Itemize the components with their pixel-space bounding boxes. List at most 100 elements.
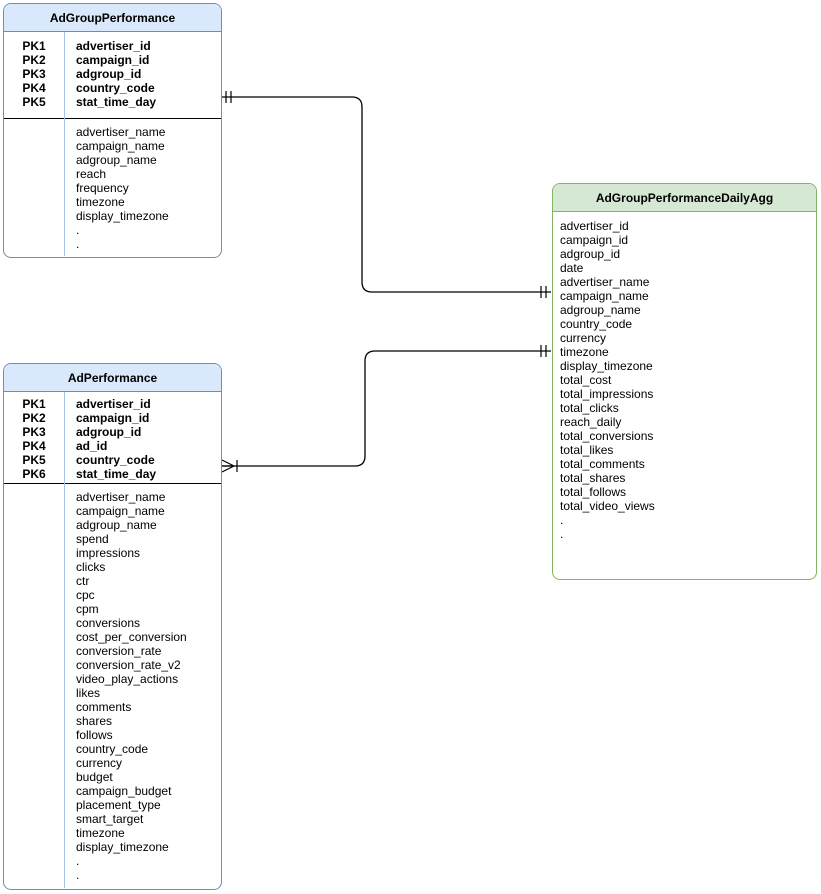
pk-field-name: adgroup_id: [76, 67, 142, 81]
field-row: video_play_actions: [76, 672, 179, 686]
pk-key-label: PK1: [22, 397, 46, 411]
entity-table-adgroupperformancedailyagg[interactable]: AdGroupPerformanceDailyAgg advertiser_id…: [552, 183, 817, 580]
pk-key-label: PK3: [22, 425, 46, 439]
connector-adgroupperformance-to-dailyagg[interactable]: [222, 91, 551, 298]
field-row: currency: [560, 331, 607, 345]
cardinality-exactly-one-marker: [540, 286, 547, 298]
field-row: advertiser_name: [560, 275, 650, 289]
cardinality-exactly-one-marker: [540, 345, 547, 357]
field-row: smart_target: [76, 812, 144, 826]
field-row: timezone: [560, 345, 609, 359]
field-row: reach: [76, 167, 107, 181]
pk-key-label: PK3: [22, 67, 46, 81]
field-row: conversions: [76, 616, 141, 630]
connector-adperformance-to-dailyagg[interactable]: [221, 345, 551, 473]
field-row: campaign_name: [560, 289, 649, 303]
field-row: total_video_views: [560, 499, 655, 513]
field-row: total_follows: [560, 485, 627, 499]
pk-key-label: PK5: [22, 95, 46, 109]
pk-field-name: campaign_id: [76, 53, 150, 67]
pk-field-name: country_code: [76, 81, 155, 95]
pk-field-name: advertiser_id: [76, 397, 151, 411]
field-row: conversion_rate_v2: [76, 658, 181, 672]
relationship-line[interactable]: [222, 350, 551, 467]
field-row: .: [76, 854, 80, 868]
pk-key-label: PK5: [22, 453, 46, 467]
field-row: country_code: [76, 742, 149, 756]
field-row: display_timezone: [76, 209, 169, 223]
field-row: cpm: [76, 602, 99, 616]
pk-row: PK1 advertiser_id: [4, 397, 221, 411]
field-row: advertiser_name: [76, 125, 166, 139]
field-row: campaign_id: [560, 233, 629, 247]
field-row: campaign_name: [76, 504, 165, 518]
field-row: total_shares: [560, 471, 626, 485]
section-divider: [4, 483, 221, 484]
field-row: placement_type: [76, 798, 161, 812]
pk-key-label: PK1: [22, 39, 46, 53]
pk-field-name: stat_time_day: [76, 467, 157, 481]
field-row: reach_daily: [560, 415, 622, 429]
key-column-divider: [64, 32, 65, 256]
field-row: impressions: [76, 546, 141, 560]
field-row: cost_per_conversion: [76, 630, 187, 644]
pk-row: PK4 ad_id: [4, 439, 221, 453]
field-row: total_conversions: [560, 429, 654, 443]
relationship-line[interactable]: [222, 96, 551, 293]
entity-title: AdPerformance: [4, 364, 221, 392]
field-row: display_timezone: [560, 359, 653, 373]
field-row: cpc: [76, 588, 95, 602]
key-column-divider: [64, 392, 65, 888]
field-row: .: [76, 223, 80, 237]
field-row: frequency: [76, 181, 129, 195]
field-row: advertiser_name: [76, 490, 166, 504]
field-row: .: [560, 513, 564, 527]
field-row: adgroup_name: [76, 518, 157, 532]
field-row: budget: [76, 770, 113, 784]
section-divider: [4, 118, 221, 119]
field-row: adgroup_name: [76, 153, 157, 167]
pk-key-label: PK2: [22, 411, 46, 425]
field-row: timezone: [76, 195, 125, 209]
cardinality-exactly-one-marker: [225, 91, 232, 103]
pk-row: PK4 country_code: [4, 81, 221, 95]
field-row: total_impressions: [560, 387, 654, 401]
field-row: date: [560, 261, 584, 275]
entity-title: AdGroupPerformanceDailyAgg: [553, 184, 816, 212]
pk-field-name: ad_id: [76, 439, 108, 453]
field-row: .: [76, 868, 80, 882]
field-row: adgroup_id: [560, 247, 621, 261]
field-row: follows: [76, 728, 113, 742]
pk-key-label: PK4: [22, 439, 46, 453]
field-row: advertiser_id: [560, 219, 629, 233]
field-row: shares: [76, 714, 113, 728]
field-row: total_likes: [560, 443, 614, 457]
field-row: likes: [76, 686, 101, 700]
field-row: comments: [76, 700, 132, 714]
pk-field-name: advertiser_id: [76, 39, 151, 53]
field-row: timezone: [76, 826, 125, 840]
field-row: clicks: [76, 560, 106, 574]
crows-foot-many-marker: [221, 459, 238, 473]
pk-row: PK3 adgroup_id: [4, 67, 221, 81]
field-row: .: [76, 237, 80, 251]
field-row: campaign_budget: [76, 784, 172, 798]
field-row: spend: [76, 532, 109, 546]
pk-key-label: PK4: [22, 81, 46, 95]
pk-row: PK1 advertiser_id: [4, 39, 221, 53]
